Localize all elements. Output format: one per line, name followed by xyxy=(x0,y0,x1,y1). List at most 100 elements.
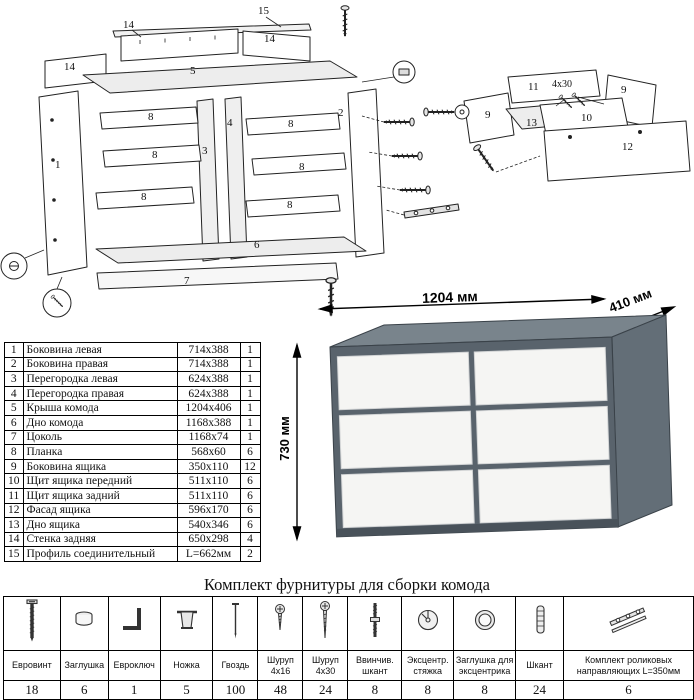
part-6-bottom-panel xyxy=(95,236,367,264)
parts-table-row: 2 Боковина правая 714x388 1 xyxy=(4,356,261,373)
part-size: 511x110 xyxy=(176,473,241,489)
part-size: 624x388 xyxy=(176,371,241,387)
dresser-side-face xyxy=(611,314,673,528)
hardware-qty-row: 18 6 1 5 100 48 24 8 8 8 24 6 xyxy=(3,680,694,700)
part-14-back-panel xyxy=(120,28,239,62)
part-number: 15 xyxy=(4,546,24,562)
eccentric-cam-icon xyxy=(417,609,438,631)
parts-table-row: 6 Дно комода 1168x388 1 xyxy=(4,414,261,431)
confirmat-screw-icon xyxy=(422,107,456,117)
part-name: Цоколь xyxy=(22,429,178,446)
hardware-qty: 8 xyxy=(401,680,455,700)
part-label-5: 5 xyxy=(190,65,196,77)
parts-table-row: 8 Планка 568x60 6 xyxy=(4,444,261,460)
part-8-plank xyxy=(245,194,341,218)
drawer-front xyxy=(477,464,612,524)
hardware-qty: 8 xyxy=(453,680,517,700)
drawer-front xyxy=(475,405,610,465)
wooden-dowel-icon xyxy=(535,605,545,634)
hardware-cell xyxy=(159,596,214,651)
euro-screw-icon xyxy=(26,599,38,642)
hardware-cell xyxy=(257,596,304,651)
part-size: 540x346 xyxy=(176,517,241,533)
parts-table-row: 3 Перегородка левая 624x388 1 xyxy=(4,371,261,387)
part-name: Профиль соединительный xyxy=(22,546,178,562)
product-render: 1204 мм 410 мм 730 мм xyxy=(270,283,694,583)
part-label-3: 3 xyxy=(202,145,208,157)
part-label-7: 7 xyxy=(184,275,190,287)
part-label-9: 9 xyxy=(621,84,627,96)
part-label-1: 1 xyxy=(55,159,61,171)
hardware-qty: 24 xyxy=(302,680,349,700)
hardware-cell xyxy=(107,596,161,651)
part-name: Боковина левая xyxy=(22,342,178,358)
part-name: Боковина ящика xyxy=(22,458,178,475)
hardware-name: Шкант xyxy=(515,650,564,681)
part-label-14: 14 xyxy=(264,33,275,45)
hardware-name: Ножка xyxy=(159,650,214,681)
part-size: 596x170 xyxy=(176,502,241,519)
parts-table-row: 14 Стенка задняя 650x298 4 xyxy=(4,531,261,548)
part-qty: 1 xyxy=(239,385,261,402)
hardware-cell xyxy=(347,596,403,651)
screw-size-label: 4x30 xyxy=(552,79,572,90)
part-number: 2 xyxy=(4,356,24,373)
hardware-cell xyxy=(59,596,109,651)
part-size: 624x388 xyxy=(176,385,241,402)
part-8-plank xyxy=(95,186,195,210)
hardware-cell xyxy=(515,596,564,651)
nail-icon xyxy=(232,603,240,639)
part-label-10: 10 xyxy=(581,112,592,124)
part-name: Фасад ящика xyxy=(22,502,178,519)
roller-slides-icon xyxy=(608,607,647,634)
threaded-dowel-icon xyxy=(369,603,380,637)
part-number: 1 xyxy=(4,342,24,358)
part-label-8: 8 xyxy=(287,199,293,211)
part-label-4: 4 xyxy=(227,117,233,129)
part-qty: 12 xyxy=(239,458,261,475)
part-size: 568x60 xyxy=(176,444,241,460)
part-name: Дно комода xyxy=(22,414,178,431)
confirmat-screw-icon xyxy=(390,151,424,161)
part-number: 9 xyxy=(4,458,24,475)
part-number: 13 xyxy=(4,517,24,533)
part-8-plank xyxy=(245,112,341,136)
hex-key-icon xyxy=(123,608,142,630)
part-label-8: 8 xyxy=(141,191,147,203)
part-size: 714x388 xyxy=(176,356,241,373)
hardware-name: Евровинт xyxy=(3,650,61,681)
part-label-2: 2 xyxy=(338,107,344,119)
part-14-back-panel xyxy=(242,30,311,62)
part-3-partition-left xyxy=(196,98,220,262)
part-label-6: 6 xyxy=(254,239,260,251)
parts-table-row: 7 Цоколь 1168x74 1 xyxy=(4,429,261,446)
part-qty: 1 xyxy=(239,356,261,373)
screw-4x30-icon xyxy=(320,601,331,639)
part-qty: 6 xyxy=(239,473,261,489)
parts-table-row: 15 Профиль соединительный L=662мм 2 xyxy=(4,546,261,562)
part-size: 1168x74 xyxy=(176,429,241,446)
hardware-qty: 100 xyxy=(212,680,259,700)
part-number: 4 xyxy=(4,385,24,402)
hardware-title: Комплект фурнитуры для сборки комода xyxy=(203,575,490,594)
exploded-view-drawing xyxy=(0,4,691,318)
part-qty: 4 xyxy=(239,531,261,548)
part-qty: 1 xyxy=(239,400,261,416)
part-size: L=662мм xyxy=(176,546,241,562)
part-number: 10 xyxy=(4,473,24,489)
part-name: Крыша комода xyxy=(22,400,178,416)
parts-table-row: 4 Перегородка правая 624x388 1 xyxy=(4,385,261,402)
part-label-13: 13 xyxy=(526,117,537,129)
part-label-14: 14 xyxy=(123,19,134,31)
hardware-name: Шуруп 4x30 xyxy=(302,650,349,681)
part-number: 11 xyxy=(4,487,24,504)
part-size: 714x388 xyxy=(176,342,241,358)
part-label-8: 8 xyxy=(288,118,294,130)
part-qty: 1 xyxy=(239,429,261,446)
hardware-name: Заглушка для эксцентрика xyxy=(453,650,517,681)
hardware-qty: 18 xyxy=(3,680,61,700)
part-9-drawer-side xyxy=(463,92,515,144)
part-name: Боковина правая xyxy=(22,356,178,373)
hardware-qty: 1 xyxy=(107,680,161,700)
confirmat-screw-icon xyxy=(398,185,432,195)
